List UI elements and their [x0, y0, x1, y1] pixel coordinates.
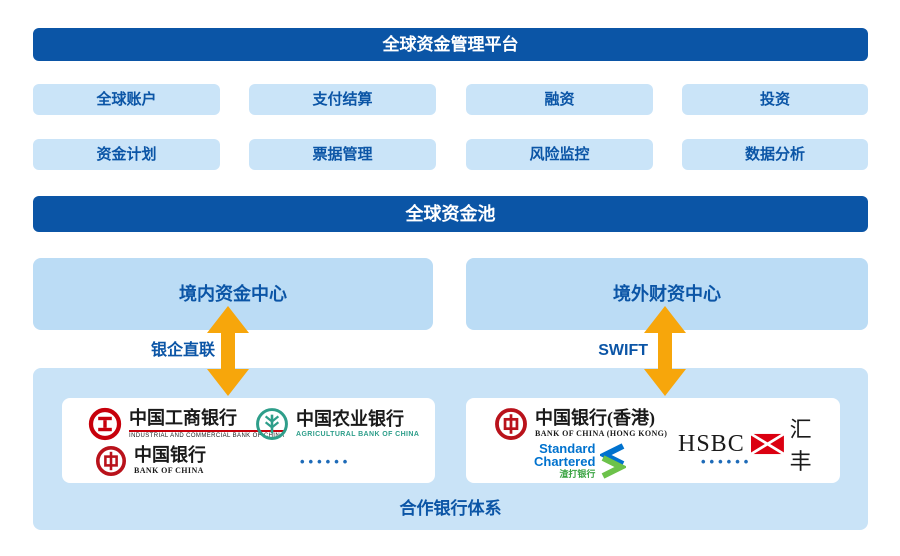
hsbc-name: HSBC [678, 430, 745, 457]
bochk-name: 中国银行(香港) [535, 408, 655, 429]
icbc-name: 中国工商银行 [129, 407, 237, 428]
icbc-logo: 中国工商银行 INDUSTRIAL AND COMMERCIAL BANK OF… [88, 407, 285, 441]
hsbc-logo: HSBC 汇丰 [678, 412, 840, 476]
bochk-subtitle: BANK OF CHINA (HONG KONG) [535, 429, 668, 439]
icbc-subtitle: INDUSTRIAL AND COMMERCIAL BANK OF CHINA [129, 429, 285, 439]
scb-cn-name: 渣打银行 [559, 469, 596, 479]
partner-bank-system-panel: 中国工商银行 INDUSTRIAL AND COMMERCIAL BANK OF… [33, 368, 868, 530]
boc-name: 中国银行 [134, 445, 206, 466]
scb-name-line2: Chartered [534, 454, 596, 469]
global-cash-pool-title: 全球资金池 [405, 204, 496, 224]
feature-investment: 投资 [682, 84, 868, 115]
hsbc-emblem-icon [750, 433, 784, 455]
abc-logo: 中国农业银行 AGRICULTURAL BANK OF CHINA [255, 407, 419, 441]
more-banks-dots: •••••• [701, 454, 753, 469]
feature-fund-planning: 资金计划 [33, 139, 220, 170]
icbc-emblem-icon [88, 407, 122, 441]
platform-title: 全球资金管理平台 [382, 35, 519, 54]
boc-subtitle: BANK OF CHINA [134, 466, 204, 476]
double-arrow-icon [644, 306, 686, 396]
feature-global-accounts: 全球账户 [33, 84, 220, 115]
partner-bank-system-title: 合作银行体系 [399, 499, 502, 518]
double-arrow-icon [207, 306, 249, 396]
overseas-banks-card: 中国银行(香港) BANK OF CHINA (HONG KONG) HSBC … [466, 398, 840, 483]
bochk-emblem-icon [495, 408, 527, 440]
bochk-logo: 中国银行(香港) BANK OF CHINA (HONG KONG) [494, 407, 667, 441]
feature-data-analysis: 数据分析 [682, 139, 868, 170]
swift-label: SWIFT [598, 342, 648, 359]
abc-subtitle: AGRICULTURAL BANK OF CHINA [296, 430, 420, 438]
feature-risk-monitoring: 风险监控 [466, 139, 653, 170]
domestic-banks-card: 中国工商银行 INDUSTRIAL AND COMMERCIAL BANK OF… [62, 398, 435, 483]
feature-financing: 融资 [466, 84, 653, 115]
scb-emblem-icon [600, 442, 627, 479]
bank-direct-link-label: 银企直联 [150, 342, 215, 359]
feature-payment-settlement: 支付结算 [249, 84, 436, 115]
standard-chartered-logo: Standard Chartered 渣打银行 [534, 441, 627, 479]
scb-name-line1: Standard [539, 441, 596, 456]
boc-emblem-icon [96, 446, 126, 476]
hsbc-cn-name: 汇丰 [789, 417, 816, 474]
abc-name: 中国农业银行 [296, 408, 404, 429]
abc-emblem-icon [256, 408, 288, 440]
global-cash-pool-banner: 全球资金池 [33, 196, 868, 232]
feature-bill-management: 票据管理 [249, 139, 436, 170]
boc-logo: 中国银行 BANK OF CHINA [95, 445, 206, 477]
platform-title-banner: 全球资金管理平台 [33, 28, 868, 61]
more-banks-dots: •••••• [300, 454, 352, 469]
